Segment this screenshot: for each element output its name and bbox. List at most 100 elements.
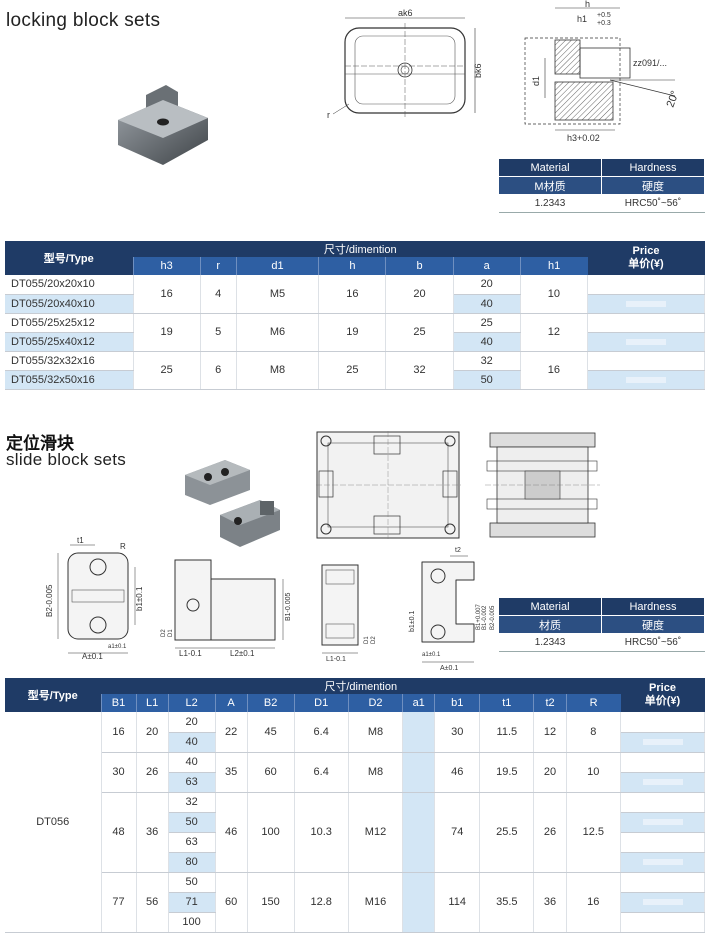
type-header: 型号/Type: [5, 241, 133, 275]
material-value: 1.2343: [498, 194, 602, 213]
label-B1r: B1+0.007: [476, 603, 482, 630]
material-header: Material: [498, 158, 602, 177]
section1-title: locking block sets: [6, 10, 161, 31]
a-cell: 32: [453, 351, 521, 371]
column-header-B1: B1: [100, 694, 137, 712]
B1-cell: 30: [101, 752, 137, 793]
r-cell: 4: [200, 275, 237, 314]
section2-title-zh: 定位滑块: [6, 434, 74, 454]
column-header-D2: D2: [347, 694, 403, 712]
a-cell: 20: [453, 275, 521, 295]
d1-cell: M8: [236, 351, 320, 390]
h-cell: 16: [318, 275, 387, 314]
hardness-header-2: Hardness: [601, 597, 705, 616]
L2-cell: 63: [168, 772, 216, 793]
price-cell: [620, 912, 705, 933]
hardness-subheader-2: 硬度: [601, 615, 705, 634]
column-header-h1: h1: [519, 257, 588, 275]
label-a1: a1±0.1: [108, 644, 127, 650]
D1-cell: 6.4: [294, 752, 349, 793]
price-cell: [620, 792, 705, 813]
material-table-2: Material Hardness 材质 硬度 1.2343 HRC50˚~56…: [498, 597, 705, 652]
label-D1: D1: [168, 629, 174, 637]
h3-cell: 16: [133, 275, 201, 314]
b-cell: 25: [385, 313, 454, 352]
price-cell: [587, 294, 705, 314]
b1-cell: 74: [434, 792, 481, 873]
label-t1: t1: [77, 536, 84, 545]
a-cell: 50: [453, 370, 521, 390]
hardness-value: HRC50˚~56˚: [601, 194, 705, 213]
section2-title-en: slide block sets: [6, 450, 127, 469]
table-row: 50: [5, 812, 705, 833]
D1-cell: 6.4: [294, 712, 349, 753]
t1-cell: 19.5: [479, 752, 535, 793]
R-cell: 10: [566, 752, 622, 793]
label-D2b: D2: [371, 636, 377, 644]
label-D1b: D1: [364, 636, 370, 644]
slide-block-female-view: t2 b1±0.1 B1+0.007 B1-0.002 B2-0.005 a1±…: [400, 540, 500, 672]
price-cell: [620, 732, 705, 753]
price-placeholder: [626, 338, 666, 345]
price-cell: [587, 332, 705, 352]
column-header-a: a: [452, 257, 521, 275]
column-header-a1: a1: [402, 694, 435, 712]
t2-cell: 12: [533, 712, 567, 753]
locking-block-section-view: h h1 +0.5 +0.3 d1 zz091/... 20° h3+0.02: [515, 0, 711, 150]
column-header-A: A: [214, 694, 248, 712]
price-cell: [620, 812, 705, 833]
t2-cell: 26: [533, 792, 567, 873]
material-subheader: M材质: [498, 176, 602, 195]
A-cell: 22: [215, 712, 248, 753]
price-placeholder: [642, 739, 683, 745]
a1-cell: [402, 872, 436, 933]
L1-cell: 26: [136, 752, 169, 793]
R-cell: 12.5: [566, 792, 622, 873]
h-cell: 19: [318, 313, 387, 352]
h-cell: 25: [318, 351, 387, 390]
slide-block-front-view: t1 R B2-0.005 b1±0.1 a1±0.1 A±0.1: [40, 535, 150, 660]
L2-cell: 80: [168, 852, 216, 873]
column-header-b: b: [385, 257, 454, 275]
locking-block-top-view: ak6 bk6 r: [325, 8, 495, 128]
column-header-h3: h3: [132, 257, 201, 275]
price-placeholder: [642, 859, 683, 865]
column-header-L1: L1: [135, 694, 169, 712]
type-header-2: 型号/Type: [5, 678, 101, 712]
price-cell: [620, 892, 705, 913]
A-cell: 35: [215, 752, 248, 793]
R-cell: 8: [566, 712, 622, 753]
label-h1: h1: [577, 14, 587, 24]
label-L2: L2±0.1: [230, 649, 255, 658]
a-cell: 40: [453, 294, 521, 314]
price-placeholder: [642, 899, 683, 905]
label-ak6: ak6: [398, 8, 413, 18]
label-h1-lower: +0.3: [597, 20, 611, 27]
price-cell: [587, 313, 705, 333]
B2-cell: 150: [247, 872, 295, 933]
type-cell: DT055/32x50x16: [5, 370, 134, 390]
price-placeholder: [626, 376, 666, 383]
D1-cell: 12.8: [294, 872, 349, 933]
t2-cell: 36: [533, 872, 567, 933]
price-cell: [620, 752, 705, 773]
column-header-R: R: [565, 694, 621, 712]
locking-block-photo: [108, 80, 218, 170]
column-header-t1: t1: [479, 694, 534, 712]
label-Ar: A±0.1: [440, 665, 458, 672]
label-A: A±0.1: [82, 652, 103, 660]
column-header-L2: L2: [167, 694, 216, 712]
material-table-1: Material Hardness M材质 硬度 1.2343 HRC50˚~5…: [498, 158, 705, 213]
price-placeholder: [642, 819, 683, 825]
L2-cell: 71: [168, 892, 216, 913]
b1-cell: 46: [434, 752, 481, 793]
h3-cell: 19: [133, 313, 201, 352]
slide-block-side-view: D2 D1 B1-0.005 L1-0.1 L2±0.1: [155, 555, 295, 660]
label-a1r: a1±0.1: [422, 652, 441, 658]
